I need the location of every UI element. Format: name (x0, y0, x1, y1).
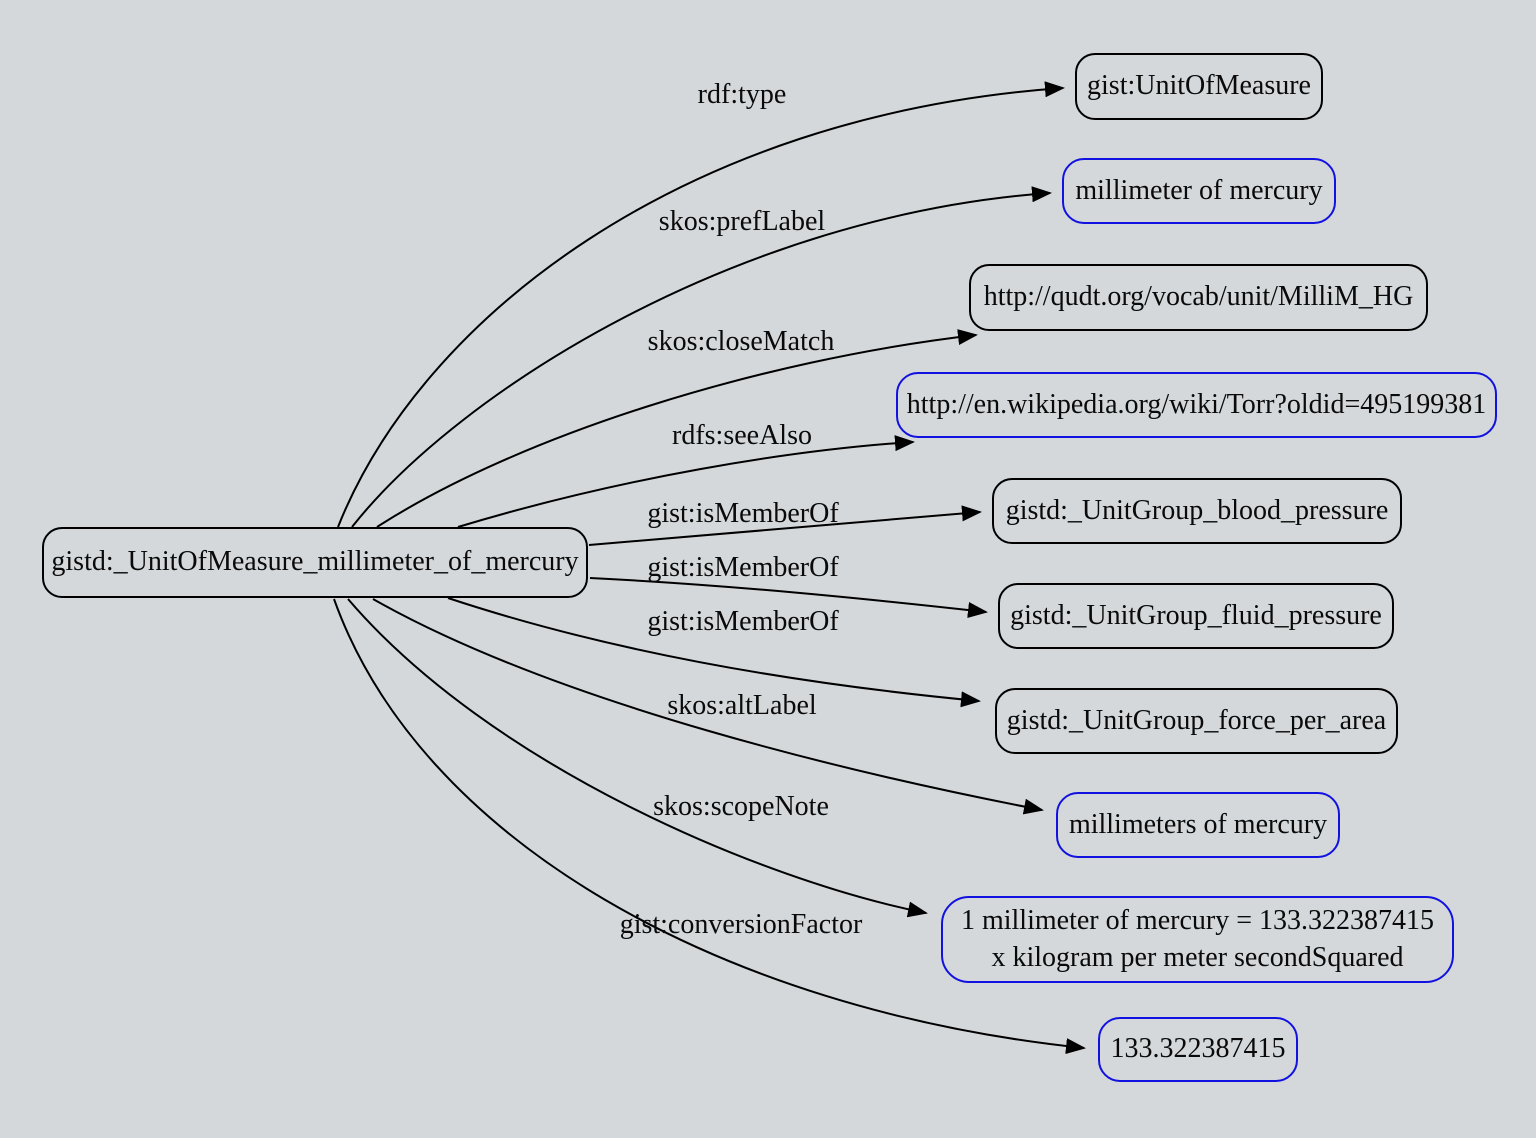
edge-label-skos-preflabel: skos:prefLabel (658, 206, 826, 237)
edge-gist-ismemberof-2 (589, 577, 988, 618)
edge-gist-conversionfactor (333, 598, 1086, 1055)
edge-label-rdf-type: rdf:type (697, 79, 787, 110)
edge-label-rdfs-seealso: rdfs:seeAlso (672, 420, 812, 451)
node-qudt-millim-hg-url: http://qudt.org/vocab/unit/MilliM_HG (969, 264, 1428, 331)
node-millimeters-of-mercury: millimeters of mercury (1056, 792, 1340, 858)
edge-rdf-type (337, 81, 1065, 528)
edge-label-skos-scopenote: skos:scopeNote (653, 791, 829, 822)
edge-skos-preflabel (351, 186, 1052, 528)
edge-gist-ismemberof-1 (588, 505, 982, 546)
edge-skos-closematch (376, 329, 978, 528)
edge-skos-altlabel (372, 598, 1044, 815)
edge-rdfs-seealso (457, 435, 915, 528)
edge-label-gist-ismemberof-2: gist:isMemberOf (647, 552, 839, 583)
node-millimeter-of-mercury: millimeter of mercury (1062, 158, 1336, 224)
edge-label-gist-conversionfactor: gist:conversionFactor (619, 909, 863, 940)
node-scope-note-text: 1 millimeter of mercury = 133.322387415 … (941, 896, 1454, 983)
node-gist-unitofmeasure: gist:UnitOfMeasure (1075, 53, 1323, 120)
node-unitgroup-blood-pressure: gistd:_UnitGroup_blood_pressure (992, 478, 1402, 544)
node-unitgroup-force-per-area: gistd:_UnitGroup_force_per_area (995, 688, 1398, 754)
node-conversion-factor-value: 133.322387415 (1098, 1017, 1298, 1082)
node-wikipedia-torr-url: http://en.wikipedia.org/wiki/Torr?oldid=… (896, 372, 1497, 438)
node-unitgroup-fluid-pressure: gistd:_UnitGroup_fluid_pressure (998, 583, 1394, 649)
edge-label-skos-altlabel: skos:altLabel (667, 690, 817, 721)
edge-label-gist-ismemberof-1: gist:isMemberOf (647, 498, 839, 529)
edge-label-skos-closematch: skos:closeMatch (647, 326, 835, 357)
edge-skos-scopenote (347, 598, 928, 918)
node-subject-unitofmeasure-millimeter-of-mercury: gistd:_UnitOfMeasure_millimeter_of_mercu… (42, 527, 588, 598)
edge-gist-ismemberof-3 (447, 597, 981, 708)
edge-label-gist-ismemberof-3: gist:isMemberOf (647, 606, 839, 637)
